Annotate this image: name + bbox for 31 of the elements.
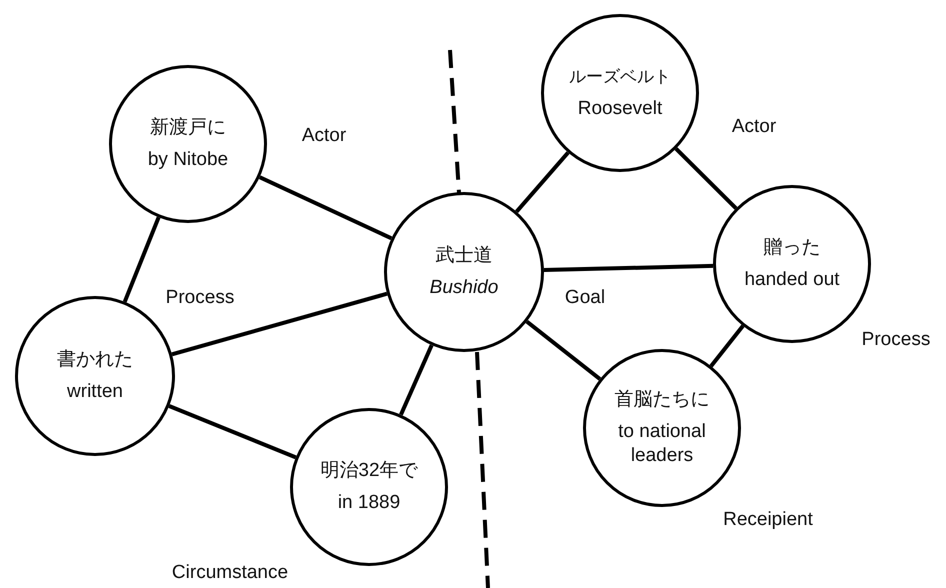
english-gloss: in 1889 bbox=[338, 491, 400, 515]
role-label: Circumstance bbox=[172, 562, 288, 584]
japanese-phrase: 武士道 bbox=[436, 244, 492, 268]
connector-line bbox=[515, 151, 570, 213]
japanese-phrase: 贈った bbox=[764, 236, 820, 260]
connector-line bbox=[258, 175, 392, 240]
connector-line bbox=[122, 216, 160, 302]
connector-line bbox=[168, 404, 297, 460]
japanese-phrase: 首脳たちに bbox=[614, 388, 710, 412]
english-gloss: handed out bbox=[744, 268, 840, 292]
english-gloss: by Nitobe bbox=[148, 148, 228, 172]
english-gloss: Roosevelt bbox=[578, 97, 662, 121]
role-label: Receipient bbox=[723, 509, 813, 531]
role-label: Goal bbox=[564, 287, 606, 309]
english-gloss: to national leaders bbox=[617, 420, 707, 468]
connector-line bbox=[544, 264, 714, 272]
english-gloss: written bbox=[67, 380, 123, 404]
japanese-phrase: 明治32年で bbox=[320, 459, 418, 483]
connector-line bbox=[674, 147, 738, 210]
english-gloss: Bushido bbox=[430, 276, 498, 300]
connector-line bbox=[171, 292, 388, 356]
connector-line bbox=[710, 324, 744, 368]
role-label: Actor bbox=[732, 116, 776, 138]
connector-line bbox=[399, 344, 434, 416]
japanese-phrase: 新渡戸に bbox=[150, 116, 226, 140]
japanese-phrase: ルーズベルト bbox=[569, 66, 671, 88]
japanese-phrase: 書かれた bbox=[57, 348, 133, 372]
role-label: Process bbox=[862, 329, 930, 351]
role-label: Process bbox=[166, 287, 234, 309]
connector-line bbox=[526, 320, 602, 381]
role-label: Actor bbox=[302, 125, 346, 147]
